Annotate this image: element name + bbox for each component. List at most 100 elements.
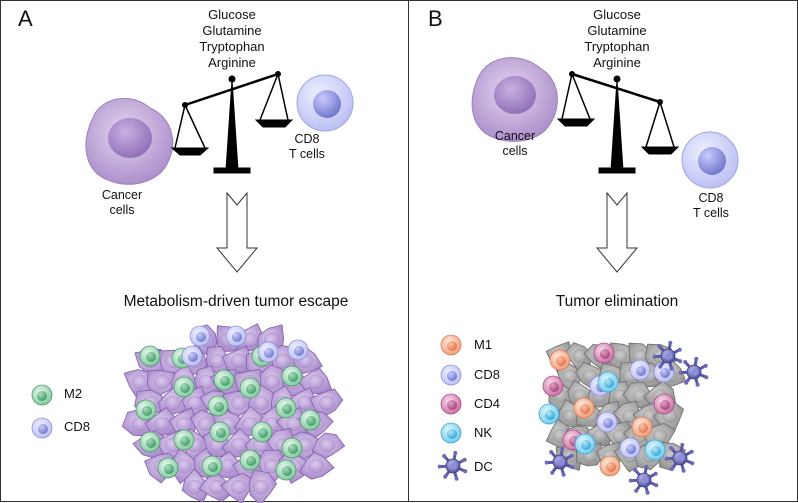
tumor-cell-nucleus (154, 417, 170, 432)
panel-b-legend-dc: DC (474, 459, 493, 474)
legend-b-cd8-marker (440, 364, 462, 386)
panel-b-cancer-label-2: cells (502, 144, 528, 158)
m2-macrophage (275, 397, 297, 419)
cd4-t-cell (593, 342, 615, 364)
tumor-cell-nucleus (572, 349, 588, 363)
nk-cell (574, 433, 596, 455)
dendritic-cell (678, 356, 709, 387)
m2-macrophage (139, 431, 161, 453)
panel-a-tcell-label-1: CD8 (294, 132, 320, 146)
tumor-cell-nucleus (612, 349, 628, 363)
m2-macrophage (173, 429, 195, 451)
tumor-cell-nucleus (253, 480, 269, 495)
legend-b-m1-marker (440, 334, 462, 356)
cd8-t-cell (596, 411, 618, 433)
legend-b-cd4-marker (440, 393, 462, 415)
cd4-t-cell (653, 393, 675, 415)
panel-b-cancer-label-1: Cancer (494, 129, 536, 143)
nk-cell (644, 439, 666, 461)
cd8-t-cell (181, 345, 203, 367)
m2-macrophage (157, 457, 179, 479)
legend-b-nk-marker (440, 422, 462, 444)
tumor-cell-nucleus (308, 459, 324, 474)
tumor-cell-nucleus (319, 438, 335, 453)
panel-b-nutrient-glucose: Glucose (593, 7, 641, 22)
cd8-t-cell (619, 437, 641, 459)
m2-macrophage (239, 449, 261, 471)
m2-macrophage (213, 369, 235, 391)
panel-a-nutrient-arginine: Arginine (208, 55, 256, 70)
panel-b-legend-m1: M1 (474, 337, 493, 352)
tumor-cell-nucleus (187, 396, 203, 411)
tumor-cell-nucleus (562, 369, 578, 383)
tumor-cell-nucleus (253, 396, 269, 411)
cd8-t-cell (287, 339, 309, 361)
tumor-cell-nucleus (132, 375, 148, 390)
cancer-cell-a (85, 97, 174, 185)
m2-macrophage (135, 399, 157, 421)
m2-macrophage (251, 421, 273, 443)
m2-macrophage (299, 409, 321, 431)
tumor-cell-nucleus (264, 375, 280, 390)
dendritic-cell (628, 464, 659, 495)
m2-macrophage (281, 437, 303, 459)
m2-macrophage (275, 459, 297, 481)
cd8-t-cell (629, 359, 651, 381)
panel-b-legend-cd8: CD8 (474, 367, 501, 382)
panel-a-cancer-label-2: cells (109, 203, 135, 217)
m2-macrophage (209, 421, 231, 443)
panel-b-letter: B (428, 6, 443, 31)
dendritic-cell (664, 442, 695, 473)
balance-scale-a (170, 71, 294, 174)
dendritic-cell (652, 340, 683, 371)
m2-macrophage (201, 455, 223, 477)
tumor-mass-b (538, 340, 709, 495)
tumor-cell-nucleus (319, 396, 335, 411)
m2-macrophage (173, 376, 195, 398)
panel-b-tcell-label-2: T cells (693, 206, 729, 220)
cd8-t-cell-a (296, 74, 354, 132)
tumor-cell-nucleus (176, 459, 192, 474)
panel-a-nutrient-glucose: Glucose (208, 7, 256, 22)
m1-macrophage (549, 349, 571, 371)
tumor-cell-nucleus (231, 396, 247, 411)
m2-macrophage (239, 377, 261, 399)
panel-b-legend-nk: NK (474, 425, 493, 440)
tumor-mass-a (121, 323, 345, 503)
panel-a-letter: A (18, 6, 33, 31)
panel-a-outcome: Metabolism-driven tumor escape (123, 293, 349, 310)
cd8-t-cell (189, 325, 211, 347)
tumor-cell-nucleus (231, 480, 247, 495)
cd8-t-cell (257, 341, 279, 363)
legend-a-m2-marker (31, 384, 53, 406)
tumor-cell-nucleus (176, 417, 192, 432)
down-arrow-b (595, 191, 639, 273)
m1-macrophage (599, 455, 621, 477)
m1-macrophage (573, 397, 595, 419)
m1-macrophage (631, 416, 653, 438)
cd8-t-cell (225, 325, 247, 347)
tumor-cell-nucleus (231, 438, 247, 453)
m2-macrophage (139, 345, 161, 367)
panel-b-tcell-label-1: CD8 (698, 191, 724, 205)
nk-cell (538, 403, 560, 425)
cancer-cell-b (471, 57, 558, 142)
dendritic-cell (437, 450, 468, 481)
cd4-t-cell (542, 375, 564, 397)
m2-macrophage (207, 395, 229, 417)
tumor-cell-nucleus (165, 396, 181, 411)
panel-a-tcell-label-2: T cells (289, 147, 325, 161)
legend-a-cd8-marker (31, 417, 53, 439)
panel-a-nutrient-tryptophan: Tryptophan (199, 39, 265, 54)
tumor-cell-nucleus (154, 375, 170, 390)
nk-cell (597, 371, 619, 393)
panel-b-nutrient-glutamine: Glutamine (587, 23, 647, 38)
panel-a-legend-m2: M2 (64, 386, 83, 401)
panel-b-nutrient-tryptophan: Tryptophan (584, 39, 650, 54)
panel-b-nutrient-arginine: Arginine (593, 55, 641, 70)
panel-a-cancer-label-1: Cancer (101, 188, 143, 202)
down-arrow-a (215, 191, 259, 273)
panel-a-legend-cd8: CD8 (64, 419, 91, 434)
